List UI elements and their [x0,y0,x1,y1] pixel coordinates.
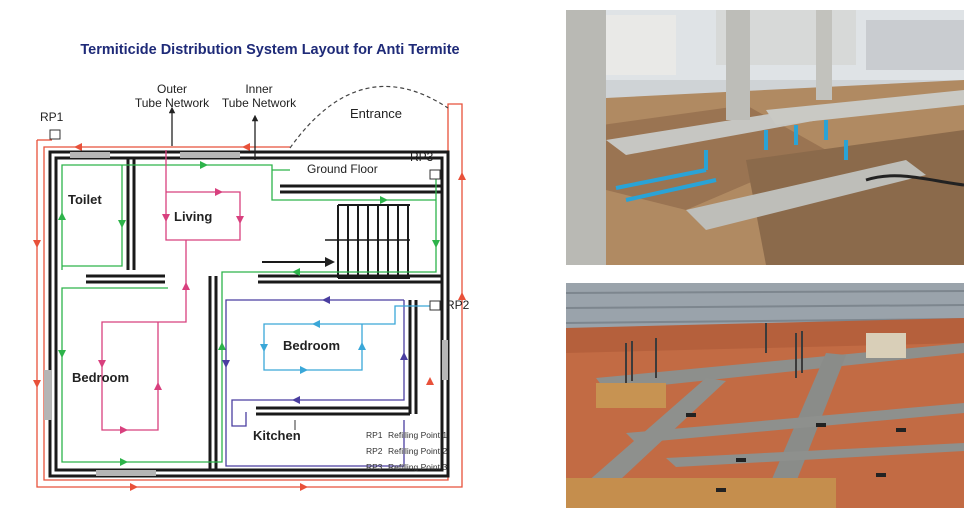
termiticide-layout-diagram: Termiticide Distribution System Layout f… [33,42,470,491]
room-bedroom-left: Bedroom [72,370,130,385]
ground-floor-label: Ground Floor [307,162,378,176]
outer-tube-network [36,103,463,488]
outer-network-arrows [33,143,466,491]
photo-foundation-svg [566,10,964,265]
room-living: Living [174,209,213,224]
floor-plan-svg [33,85,466,491]
rp1-box [49,129,61,140]
green-network [61,164,437,463]
pink-network-arrows [98,188,244,434]
walls [48,150,450,478]
cyan-network [263,305,430,371]
rp3-box [429,169,441,180]
photo-rebar-grid [566,283,964,508]
room-bedroom-right: Bedroom [283,338,341,353]
photo-foundation-pipes [566,10,964,265]
room-toilet: Toilet [68,192,102,207]
rp2-box [429,300,441,311]
stairs [325,204,410,279]
outer-tube-label: Outer Tube Network [134,82,210,110]
rp3-label: RP3 [410,150,434,164]
diagram-title: Termiticide Distribution System Layout f… [80,42,460,58]
entrance-label: Entrance [350,106,403,121]
photo-rebar-svg [566,283,964,508]
green-network-arrows [58,161,440,466]
windows [44,152,448,476]
inner-tube-label: Inner Tube Network [221,82,297,110]
cyan-network-arrows [260,320,366,374]
purple-network-arrows [222,296,408,404]
purple-network [225,299,405,467]
room-kitchen: Kitchen [253,428,301,443]
rp1-label: RP1 [40,110,64,124]
rp2-label: RP2 [446,298,470,312]
